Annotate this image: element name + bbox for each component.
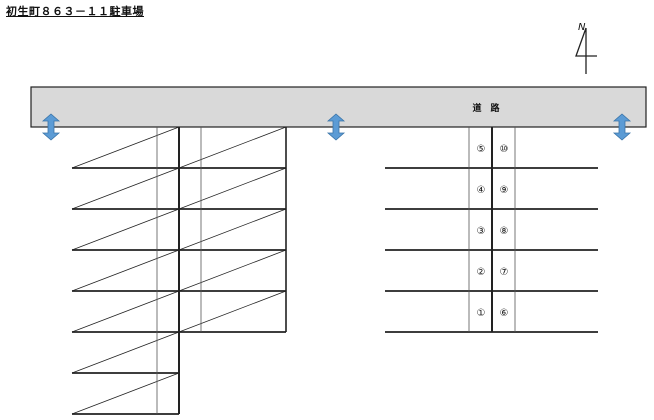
page-title: 初生町８６３－１１駐車場 [6,5,144,18]
stall-diagonal [71,249,180,292]
space-number: ② [477,267,486,278]
space-number: ⑩ [500,144,509,155]
stall-diagonal [71,290,180,333]
space-number: ⑧ [500,226,509,237]
stall-diagonal [71,372,180,415]
stall-diagonal [71,126,180,169]
space-number: ⑥ [500,308,509,319]
north-arrow-icon [575,27,597,74]
space-number: ⑤ [477,144,486,155]
space-number: ④ [477,185,486,196]
diagonal-parking-block [71,126,287,415]
stall-diagonal [178,249,287,292]
road-label: 道 路 [472,102,500,114]
stall-diagonal [178,167,287,210]
double-arrow-icon [326,113,346,141]
stall-diagonal [71,167,180,210]
north-label: N [578,22,586,33]
double-arrow-icon [612,113,632,141]
space-number: ⑦ [500,267,509,278]
space-number: ① [477,308,486,319]
north-indicator: N [575,22,597,74]
stall-diagonal [178,290,287,333]
space-number: ⑨ [500,185,509,196]
stall-diagonal [178,208,287,251]
space-number: ③ [477,226,486,237]
stall-diagonal [71,208,180,251]
stall-diagonal [71,331,180,374]
stall-diagonal [178,126,287,169]
double-arrow-icon [41,113,61,141]
numbered-parking-block: ⑤ ④ ③ ② ① ⑩ ⑨ ⑧ ⑦ ⑥ [385,127,598,333]
entrance-arrows [41,113,632,141]
